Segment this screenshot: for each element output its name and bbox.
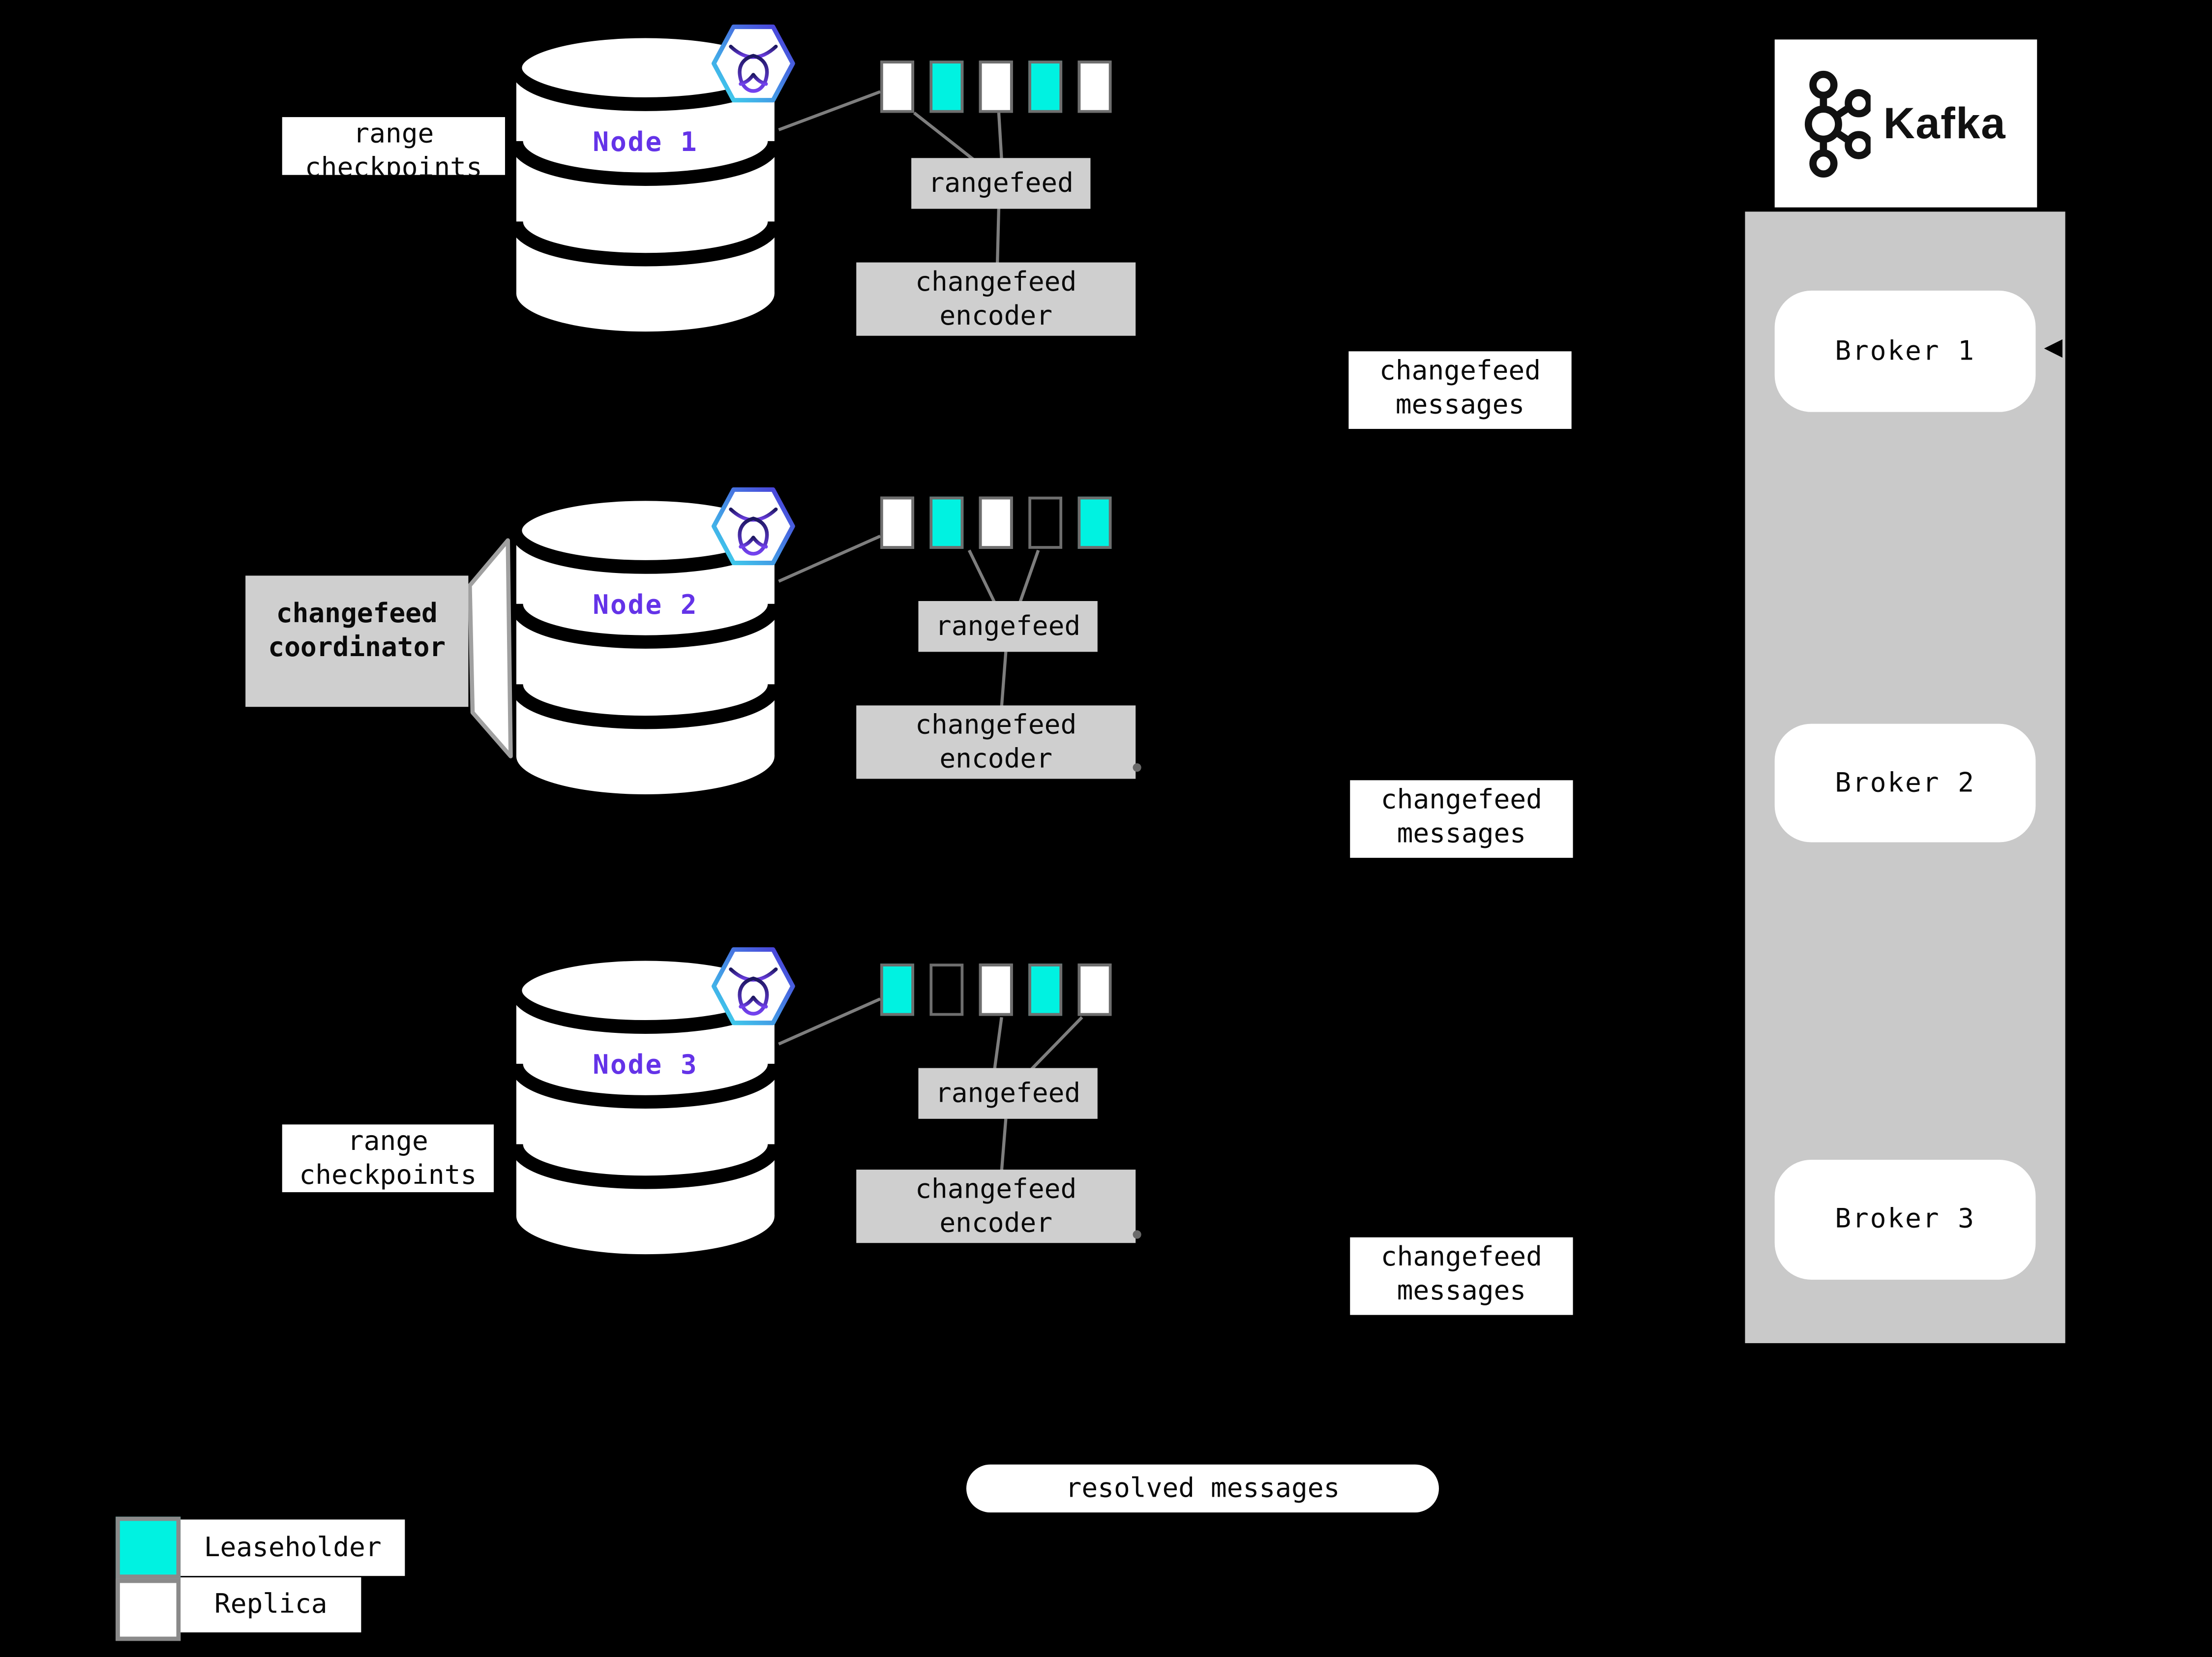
range-square-leaseholder bbox=[1028, 964, 1063, 1016]
legend-leaseholder-swatch bbox=[116, 1516, 181, 1579]
range-square-empty bbox=[929, 964, 964, 1016]
coordinator-line1: changefeed bbox=[276, 598, 438, 630]
rangefeed-label-node1: rangefeed bbox=[911, 158, 1091, 209]
range-squares-node1 bbox=[880, 60, 1112, 113]
changefeed-encoder-node1: changefeed encoder bbox=[856, 262, 1136, 336]
line-rangefeed-to-encoder-2 bbox=[1000, 652, 1008, 707]
range-checkpoints-line2: checkpoints bbox=[299, 1159, 477, 1191]
broker-2: Broker 2 bbox=[1774, 723, 2036, 843]
cockroachdb-hexagon-icon bbox=[711, 24, 795, 103]
messages-line1: changefeed bbox=[1379, 355, 1541, 387]
database-cylinder-node3 bbox=[513, 954, 777, 1255]
changefeed-messages-label-3: changefeed messages bbox=[1350, 1237, 1573, 1315]
messages-line1: changefeed bbox=[1380, 1241, 1542, 1273]
line-range-to-rangefeed-1a bbox=[913, 112, 975, 161]
range-square-empty bbox=[1028, 496, 1063, 549]
range-square-replica bbox=[1077, 964, 1112, 1016]
range-square-replica bbox=[979, 964, 1013, 1016]
node2-label: Node 2 bbox=[593, 590, 698, 621]
range-checkpoints-line1: range bbox=[347, 1126, 428, 1157]
range-square-leaseholder bbox=[929, 60, 964, 113]
coordinator-pointer bbox=[467, 538, 513, 758]
database-cylinder-node2 bbox=[513, 494, 777, 795]
node3-label: Node 3 bbox=[593, 1050, 698, 1081]
line-rangefeed-to-encoder-3 bbox=[1000, 1118, 1008, 1172]
range-square-replica bbox=[979, 496, 1013, 549]
range-square-replica bbox=[880, 496, 914, 549]
range-checkpoints-label-top: range checkpoints bbox=[282, 117, 505, 175]
line-node1-to-ranges bbox=[778, 90, 881, 131]
encoder-line1: changefeed bbox=[915, 709, 1077, 741]
range-square-leaseholder bbox=[1077, 496, 1112, 549]
messages-line2: messages bbox=[1397, 1275, 1526, 1307]
line-node3-to-ranges bbox=[778, 997, 881, 1046]
resolved-messages-label: resolved messages bbox=[966, 1464, 1439, 1513]
kafka-wordmark: Kafka bbox=[1883, 98, 2006, 148]
line-range-to-rangefeed-1b bbox=[997, 113, 1003, 160]
line-rangefeed-to-encoder-1 bbox=[995, 207, 1001, 264]
encoder-line2: encoder bbox=[939, 301, 1053, 332]
changefeed-messages-label-1: changefeed messages bbox=[1348, 351, 1572, 429]
cockroachdb-hexagon-icon bbox=[711, 947, 795, 1025]
node1-label: Node 1 bbox=[593, 127, 698, 158]
range-squares-node2 bbox=[880, 496, 1112, 549]
changefeed-messages-label-2: changefeed messages bbox=[1350, 780, 1573, 858]
range-square-replica bbox=[880, 60, 914, 113]
cockroachdb-hexagon-icon bbox=[711, 487, 795, 566]
broker-1: Broker 1 bbox=[1774, 290, 2036, 412]
changefeed-encoder-node3: changefeed encoder bbox=[856, 1170, 1136, 1243]
encoder-line2: encoder bbox=[939, 743, 1053, 775]
messages-line2: messages bbox=[1397, 818, 1526, 849]
line-node2-to-ranges bbox=[778, 535, 881, 583]
coordinator-line2: coordinator bbox=[268, 632, 446, 663]
range-squares-node3 bbox=[880, 964, 1112, 1016]
messages-line1: changefeed bbox=[1380, 784, 1542, 816]
range-checkpoints-line2: checkpoints bbox=[304, 152, 482, 175]
encoder-line2: encoder bbox=[939, 1207, 1053, 1239]
legend-replica-swatch bbox=[116, 1578, 181, 1641]
line-range-to-rangefeed-2a bbox=[967, 549, 996, 603]
rangefeed-label-node2: rangefeed bbox=[918, 601, 1098, 652]
range-checkpoints-line1: range bbox=[353, 118, 434, 150]
range-square-leaseholder bbox=[880, 964, 914, 1016]
encoder-line1: changefeed bbox=[915, 267, 1077, 298]
legend-replica-label: Replica bbox=[180, 1577, 361, 1632]
line-range-to-rangefeed-2b bbox=[1018, 549, 1040, 603]
range-square-replica bbox=[979, 60, 1013, 113]
kafka-logo-icon bbox=[1804, 70, 1871, 177]
messages-line2: messages bbox=[1395, 389, 1525, 421]
rangefeed-label-node3: rangefeed bbox=[918, 1068, 1098, 1119]
broker-3: Broker 3 bbox=[1774, 1159, 2036, 1280]
line-range-to-rangefeed-3b bbox=[1030, 1016, 1083, 1071]
encoder-line1: changefeed bbox=[915, 1174, 1077, 1205]
range-square-leaseholder bbox=[929, 496, 964, 549]
legend-leaseholder-label: Leaseholder bbox=[180, 1519, 405, 1576]
changefeed-coordinator-label: changefeed coordinator bbox=[245, 575, 469, 707]
kafka-logo: Kafka bbox=[1774, 39, 2037, 208]
range-square-leaseholder bbox=[1028, 60, 1063, 113]
range-square-replica bbox=[1077, 60, 1112, 113]
range-checkpoints-label-bottom: range checkpoints bbox=[282, 1124, 494, 1192]
changefeed-encoder-node2: changefeed encoder bbox=[856, 705, 1136, 779]
line-range-to-rangefeed-3a bbox=[993, 1017, 1003, 1070]
